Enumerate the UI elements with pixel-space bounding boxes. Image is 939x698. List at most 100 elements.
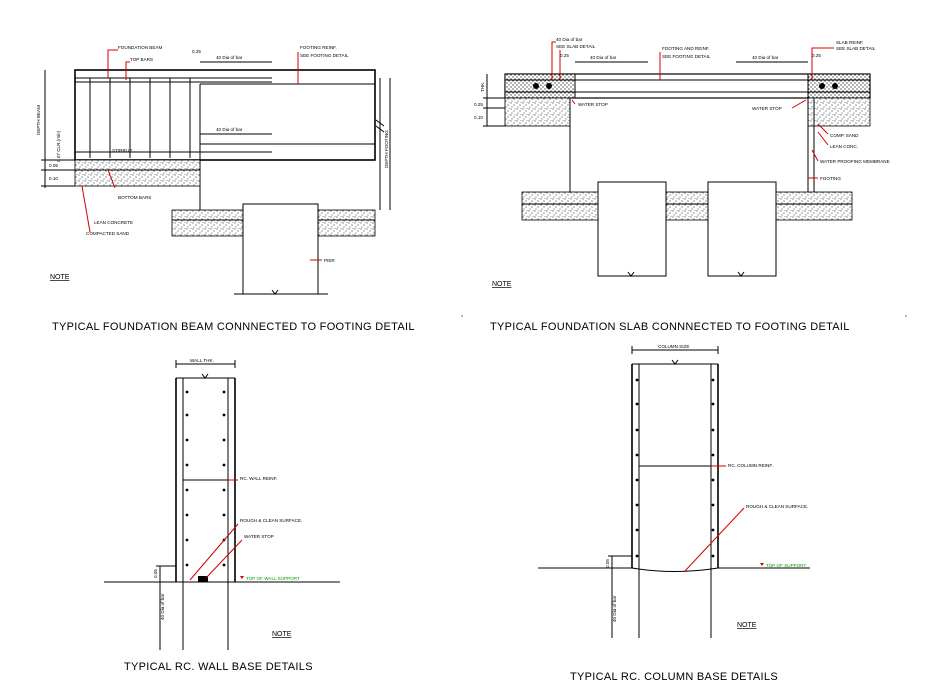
leader [811,47,834,80]
label-footing: FOOTING [820,176,841,181]
slab-right-sub [807,97,871,127]
leader [571,99,576,105]
label-foundation-beam: FOUNDATION BEAM [118,45,162,50]
note-slab: NOTE [492,281,512,288]
note-wall: NOTE [272,631,292,638]
label-dim-025-right: 0.25 [812,53,821,58]
beam-detail: FOUNDATION BEAM TOP BARS 0.25 40 Dia of … [36,45,415,333]
slab-pier-left [597,181,667,277]
beam-outline [74,69,376,161]
leader [189,523,239,581]
label-comp-sand: COMP. SAND [830,133,859,138]
leader [205,539,243,579]
label-lap-wall: 40 Dia of bar [160,593,165,620]
leader [817,123,829,135]
label-column-reinf: RC. COLUMN REINF. [728,463,773,468]
label-waterproofing: WATER PROOFING MEMBRANE [820,159,890,164]
label-footing-and-reinf: FOOTING AND REINF. [662,46,709,51]
label-top-support: TOP OF SUPPORT [766,563,807,568]
label-top-bars: TOP BARS [130,57,153,62]
leader [81,185,91,233]
leader [817,131,829,146]
label-dim-005: 0.05 [49,163,58,168]
title-beam: TYPICAL FOUNDATION BEAM CONNNECTED TO FO… [52,321,415,333]
label-dim-025-side: 0.25 [474,102,483,107]
label-bottom-bars: BOTTOM BARS [118,195,151,200]
label-lap-top: 40 Dia of bar [216,55,243,60]
rebar [533,83,539,89]
label-see-slab-left: SEE SLAB DETAIL [556,44,596,49]
leader [107,49,118,78]
rebar [832,83,838,89]
label-lap-left: 40 Dia of bar [590,55,617,60]
label-dim-025: 0.25 [192,49,201,54]
break-mark [271,289,279,295]
rebar [819,83,825,89]
label-dim-010: 0.10 [49,176,58,181]
label-see-footing: SEE FOOTING DETAIL [300,53,349,58]
leader [551,41,556,80]
break-mark [201,373,209,379]
leader [811,149,819,162]
label-depth-beam: DEPTH BEAM [36,105,41,135]
slab-pier-right [707,181,777,277]
label-column-size: COLUMN SIZE [658,344,689,349]
column-ground-line [538,567,810,572]
label-footing-reinf: FOOTING REINF. [300,45,337,50]
label-wall-reinf: RC. WALL REINF. [240,476,277,481]
level-marker [240,576,244,579]
label-dim-005-column: 0.05 [605,559,610,568]
lean-concrete-layer [74,159,201,187]
label-thk: THK. [480,82,485,92]
slab-detail: 40 Dia of bar SEE SLAB DETAIL 0.25 40 Di… [474,37,890,333]
label-water-stop-left: WATER STOP [578,102,608,107]
label-see-footing-slab: SEE FOOTING DETAIL [662,54,711,59]
break-mark [671,359,679,365]
slab-left-sub [504,97,571,127]
label-dim-010-side: 0.10 [474,115,483,120]
label-lap-column: 40 Dia of bar [612,595,617,622]
leader [125,61,130,80]
water-stop [198,576,208,582]
dot-mark [905,315,907,317]
leader [791,99,807,109]
label-wall-thk: WALL THK. [190,358,214,363]
label-rough-clean-wall: ROUGH & CLEAN SURFACE. [240,518,302,523]
rebar [546,83,552,89]
title-column: TYPICAL RC. COLUMN BASE DETAILS [570,671,778,683]
label-dim-007: 0.07 CLR.(min) [56,130,61,162]
label-lap-right: 40 Dia of bar [752,55,779,60]
note-column: NOTE [737,622,757,629]
slab-footing-ground [521,191,853,221]
label-water-stop-wall: WATER STOP [244,534,274,539]
label-dim-025-left: 0.25 [560,53,569,58]
title-slab: TYPICAL FOUNDATION SLAB CONNNECTED TO FO… [490,321,850,333]
label-dim-005-wall: 0.05 [153,569,158,578]
label-top-wall-support: TOP OF WALL SUPPORT [246,576,300,581]
label-water-stop-right: WATER STOP [752,106,782,111]
label-lean-concrete: LEAN CONCRETE [94,220,133,225]
break-mark [627,271,635,277]
break-mark [737,271,745,277]
pier [242,203,319,295]
dim-break [375,119,385,133]
label-depth-footing: DEPTH FOOTING [384,130,389,168]
label-lean-conc: LEAN CONC. [830,144,858,149]
label-lap-bottom: 40 Dia of bar [216,127,243,132]
dot-mark [461,315,463,317]
label-stirrup: STIRRUP [112,148,132,153]
label-compacted-sand: COMPACTED SAND [86,231,130,236]
leader [107,169,116,189]
title-wall: TYPICAL RC. WALL BASE DETAILS [124,661,313,673]
label-see-slab-right: SEE SLAB DETAIL [836,46,876,51]
slab-left-conc [504,73,576,99]
column-detail: COLUMN SIZE RC. COLUMN REINF. ROUGH & CL… [538,344,810,683]
level-marker [760,563,764,566]
leader [683,507,745,573]
label-rough-clean-column: ROUGH & CLEAN SURFACE. [746,504,808,509]
note-beam: NOTE [50,274,70,281]
label-pier: PIER [324,258,335,263]
column-bar-dots [635,378,715,558]
wall-bar-dots [185,390,226,567]
